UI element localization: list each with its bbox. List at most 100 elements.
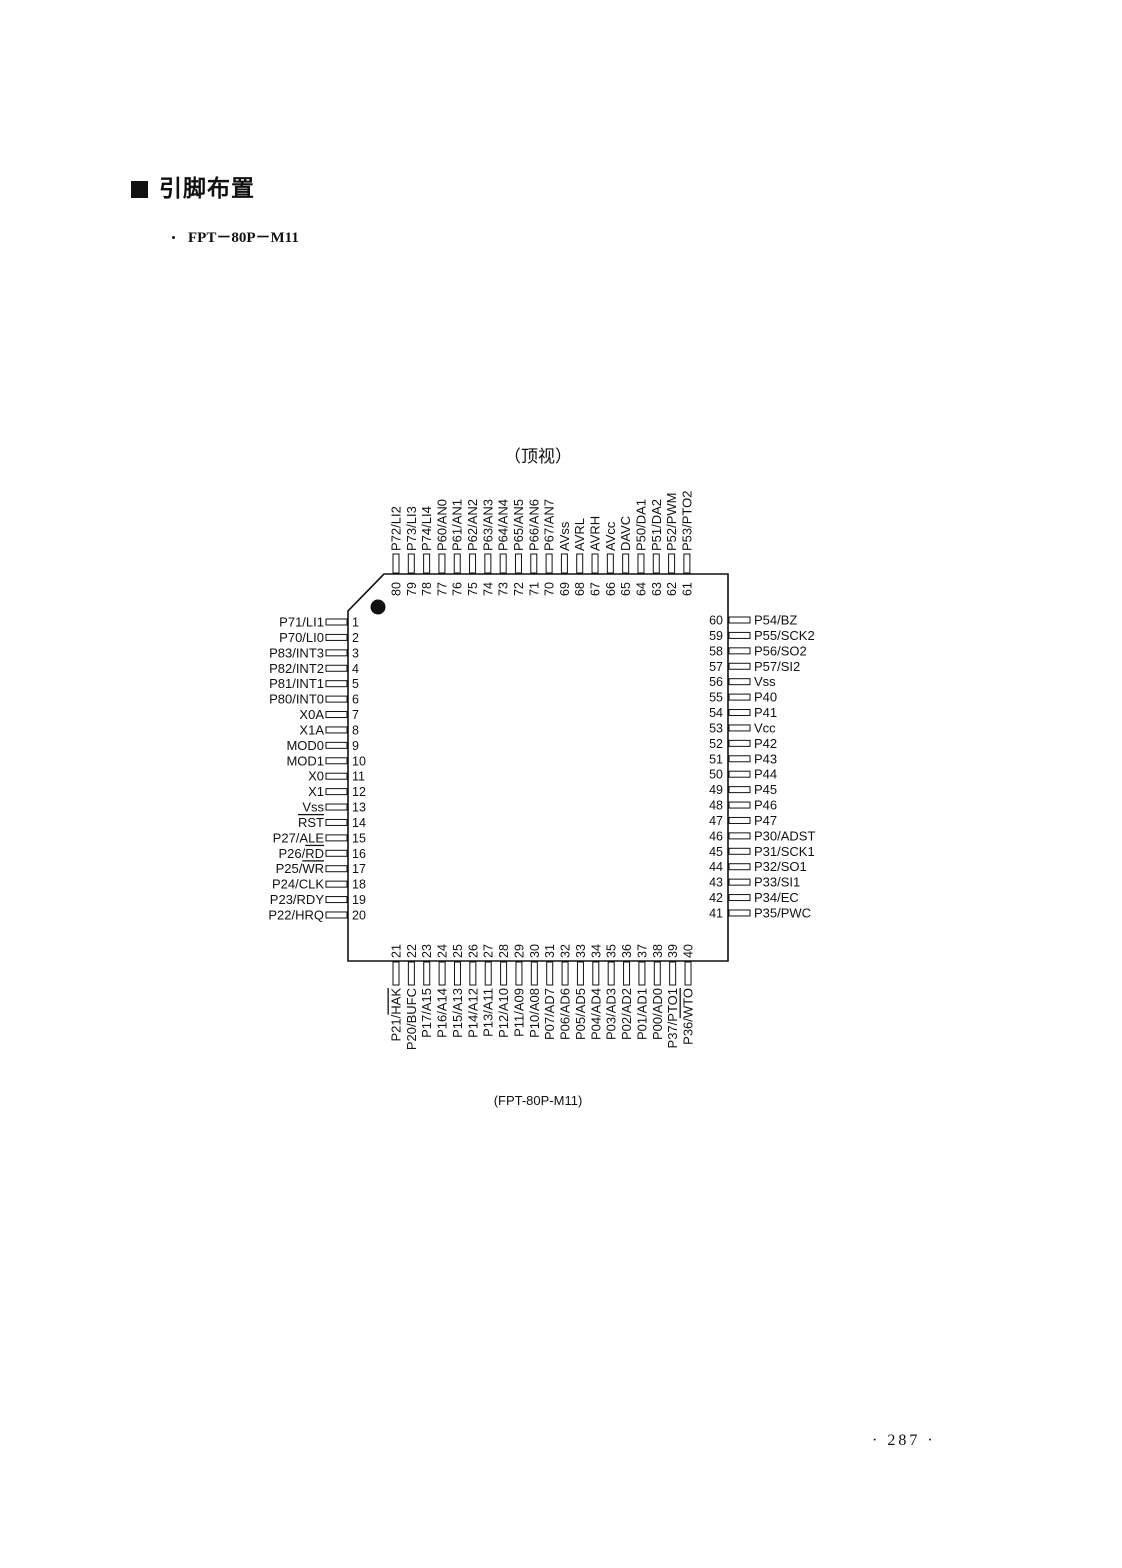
pin-78-label: P74/LI4 xyxy=(419,506,434,551)
pin-25-number: 25 xyxy=(451,944,465,958)
pin-40-lead xyxy=(684,961,692,986)
pin-15-lead xyxy=(325,834,348,842)
pin-43-number: 43 xyxy=(709,876,723,890)
pin-33-label: P05/AD5 xyxy=(573,988,588,1040)
pin-12-number: 12 xyxy=(352,785,366,799)
pin-24-number: 24 xyxy=(436,944,450,958)
pin-9-label: MOD0 xyxy=(286,738,324,753)
pin-8-lead xyxy=(325,726,348,734)
pin-66-label: AVcc xyxy=(603,521,618,551)
pin-21-overbar-text: HAK xyxy=(389,988,404,1015)
pin-6-lead xyxy=(325,695,348,703)
pin-32-lead xyxy=(561,961,569,986)
pin-49-number: 49 xyxy=(709,783,723,797)
pin-23-lead xyxy=(423,961,431,986)
pin-2-label: P70/LI0 xyxy=(279,630,324,645)
pin-5-lead xyxy=(325,680,348,688)
pin-78-number: 78 xyxy=(420,582,434,596)
pin-26-label: P14/A12 xyxy=(465,988,480,1038)
pin-60-lead xyxy=(728,616,751,624)
pin-2-number: 2 xyxy=(352,631,359,645)
pin-65-number: 65 xyxy=(619,582,633,596)
pin-16-label: P26/RD xyxy=(278,846,324,861)
pin-27-lead xyxy=(484,961,492,986)
pin-59-label: P55/SCK2 xyxy=(754,628,815,643)
pin-63-number: 63 xyxy=(650,582,664,596)
pin-67-number: 67 xyxy=(589,582,603,596)
view-label: （顶视） xyxy=(504,447,572,467)
pin-80-label: P72/LI2 xyxy=(389,506,404,551)
pin-17-label: P25/WR xyxy=(276,861,324,876)
pin-40-label: P36/WTO xyxy=(681,988,696,1045)
pin-37-label: P01/AD1 xyxy=(634,988,649,1040)
pin-44-number: 44 xyxy=(709,860,723,874)
pin-58-lead xyxy=(728,647,751,655)
pin-70-lead xyxy=(545,553,553,574)
pin-19-label: P23/RDY xyxy=(270,892,325,907)
pin-42-label: P34/EC xyxy=(754,890,799,905)
pin-20-number: 20 xyxy=(352,908,366,922)
pin-19-lead xyxy=(325,896,348,904)
pin-32-label: P06/AD6 xyxy=(558,988,573,1040)
pin-51-label: P43 xyxy=(754,751,777,766)
pin-17-lead xyxy=(325,865,348,873)
pin-23-number: 23 xyxy=(420,944,434,958)
pin-56-label: Vss xyxy=(754,674,776,689)
pin-76-number: 76 xyxy=(451,582,465,596)
pin-30-label: P10/A08 xyxy=(527,988,542,1038)
package-subtitle: FPT－80P－M11 xyxy=(188,230,299,246)
pin-68-label: AVRL xyxy=(572,518,587,551)
pin-11-number: 11 xyxy=(352,770,365,784)
pin-51-number: 51 xyxy=(709,752,723,766)
pin-62-number: 62 xyxy=(665,582,679,596)
pin-66-number: 66 xyxy=(604,582,618,596)
pin-31-label: P07/AD7 xyxy=(542,988,557,1040)
pin-49-label: P45 xyxy=(754,782,777,797)
pin-38-label: P00/AD0 xyxy=(650,988,665,1040)
pin-30-number: 30 xyxy=(528,944,542,958)
pin-16-overbar-text: RD xyxy=(305,846,324,861)
pin-3-label: P83/INT3 xyxy=(269,645,324,660)
package-caption: (FPT-80P-M11) xyxy=(493,1093,583,1108)
pin-69-label: AVss xyxy=(557,521,572,551)
pin-50-lead xyxy=(728,770,751,778)
pin-56-lead xyxy=(728,678,751,686)
pin-11-label: X0 xyxy=(308,769,324,784)
pin-29-label: P11/A09 xyxy=(511,988,526,1037)
pin-77-label: P60/AN0 xyxy=(434,499,449,551)
pin-19-number: 19 xyxy=(352,893,366,907)
pin-27-number: 27 xyxy=(482,944,496,958)
pin-44-lead xyxy=(728,863,751,871)
pin-71-number: 71 xyxy=(527,582,541,596)
pin-39-label: P37/PTO1 xyxy=(665,988,680,1048)
pin-57-label: P57/SI2 xyxy=(754,659,800,674)
pin-4-label: P82/INT2 xyxy=(269,661,324,676)
pin-22-label: P20/BUFC xyxy=(404,988,419,1050)
pin-1-lead xyxy=(325,618,348,626)
pin-57-lead xyxy=(728,662,751,670)
pin-71-label: P66/AN6 xyxy=(526,499,541,551)
pin-58-number: 58 xyxy=(709,644,723,658)
pin-65-lead xyxy=(622,553,630,574)
pin-3-number: 3 xyxy=(352,646,359,660)
pin-22-lead xyxy=(407,961,415,986)
pin-16-number: 16 xyxy=(352,847,366,861)
pin-7-lead xyxy=(325,711,348,719)
pin-11-lead xyxy=(325,772,348,780)
pin-5-label: P81/INT1 xyxy=(269,676,324,691)
pin-67-label: AVRH xyxy=(588,516,603,551)
pin-9-number: 9 xyxy=(352,739,359,753)
pin-33-lead xyxy=(576,961,584,986)
pin-55-number: 55 xyxy=(709,691,723,705)
pin-69-number: 69 xyxy=(558,582,572,596)
pin-74-number: 74 xyxy=(481,582,495,596)
pin-54-label: P41 xyxy=(754,705,777,720)
pin-70-number: 70 xyxy=(543,582,557,596)
pin-41-number: 41 xyxy=(709,906,723,920)
pin-55-lead xyxy=(728,693,751,701)
pin-3-lead xyxy=(325,649,348,657)
pin-25-lead xyxy=(453,961,461,986)
pin-43-label: P33/SI1 xyxy=(754,875,800,890)
pin-53-lead xyxy=(728,724,751,732)
